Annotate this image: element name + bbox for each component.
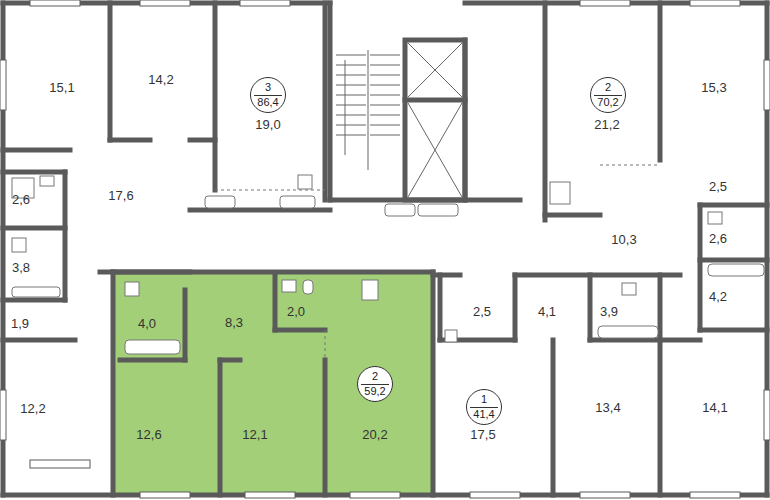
room-area: 12,1 bbox=[242, 428, 267, 441]
room-area: 4,2 bbox=[709, 290, 727, 303]
badge-divider bbox=[594, 95, 622, 96]
room-area: 15,1 bbox=[49, 81, 74, 94]
apartment-area: 70,2 bbox=[597, 97, 618, 109]
room-area: 14,1 bbox=[702, 401, 727, 414]
room-area: 2,5 bbox=[709, 180, 727, 193]
room-count: 2 bbox=[372, 371, 378, 383]
room-area: 2,5 bbox=[473, 305, 491, 318]
room-area: 13,4 bbox=[595, 401, 620, 414]
highlight-area bbox=[113, 272, 433, 495]
walls bbox=[3, 3, 767, 495]
apartment-badge: 386,4 bbox=[250, 77, 286, 113]
room-area: 2,6 bbox=[709, 232, 727, 245]
badge-divider bbox=[470, 407, 498, 408]
room-area: 17,6 bbox=[108, 189, 133, 202]
room-area: 4,0 bbox=[138, 317, 156, 330]
room-area: 3,9 bbox=[600, 305, 618, 318]
room-count: 1 bbox=[481, 394, 487, 406]
room-area: 20,2 bbox=[362, 428, 387, 441]
room-area: 19,0 bbox=[255, 118, 280, 131]
room-area: 14,2 bbox=[148, 73, 173, 86]
apartment-badge: 270,2 bbox=[590, 77, 626, 113]
room-area: 17,5 bbox=[470, 428, 495, 441]
room-area: 2,6 bbox=[12, 193, 30, 206]
room-area: 2,0 bbox=[287, 305, 305, 318]
stairs bbox=[336, 43, 462, 197]
apartment-badge: 141,4 bbox=[466, 389, 502, 425]
room-area: 21,2 bbox=[594, 118, 619, 131]
apartment-area: 86,4 bbox=[257, 97, 278, 109]
room-area: 12,6 bbox=[136, 428, 161, 441]
room-area: 8,3 bbox=[225, 316, 243, 329]
badge-divider bbox=[361, 384, 389, 385]
badge-divider bbox=[254, 95, 282, 96]
apartment-area: 41,4 bbox=[473, 409, 494, 421]
zone-lines bbox=[215, 165, 660, 360]
apartment-area: 59,2 bbox=[364, 386, 385, 398]
room-area: 12,2 bbox=[20, 402, 45, 415]
room-count: 2 bbox=[605, 82, 611, 94]
room-area: 10,3 bbox=[611, 233, 636, 246]
room-area: 4,1 bbox=[538, 305, 556, 318]
room-area: 1,9 bbox=[11, 317, 29, 330]
fixtures bbox=[12, 175, 764, 354]
room-area: 3,8 bbox=[12, 261, 30, 274]
room-count: 3 bbox=[265, 82, 271, 94]
apartment-badge: 259,2 bbox=[357, 366, 393, 402]
room-area: 15,3 bbox=[701, 81, 726, 94]
